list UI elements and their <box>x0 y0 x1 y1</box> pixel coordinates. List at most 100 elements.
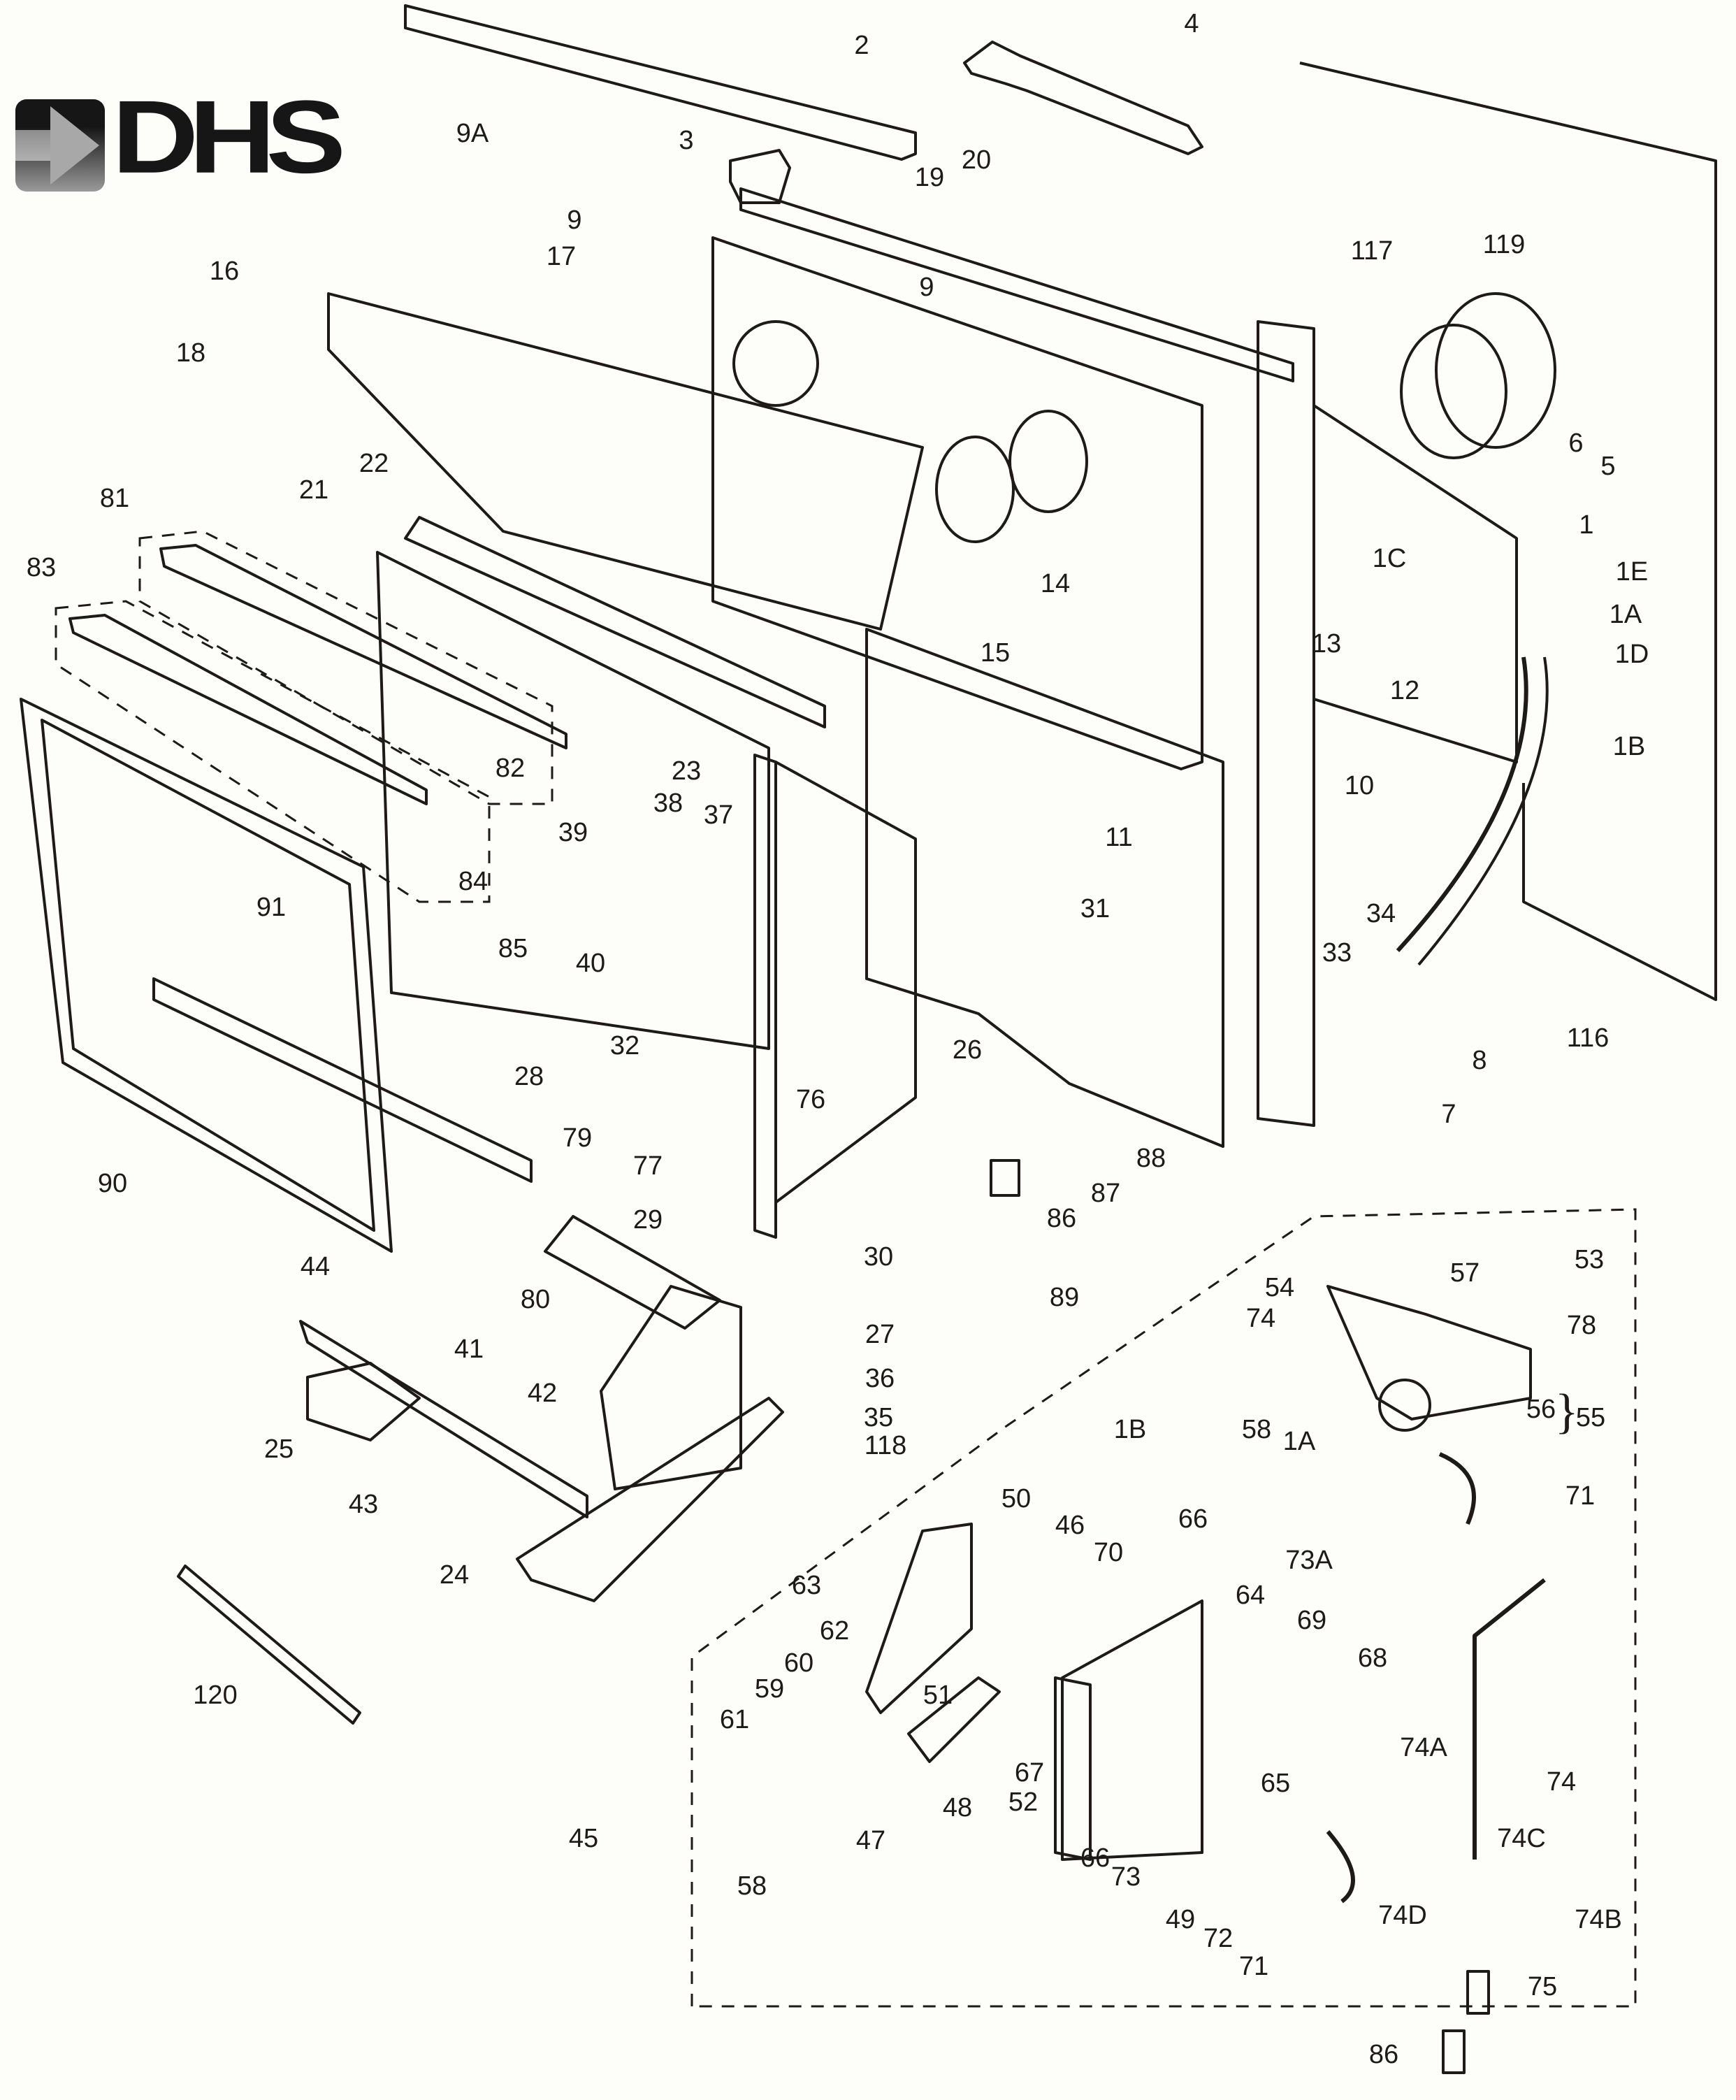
part-label-38: 38 <box>653 789 683 818</box>
part-label-80: 80 <box>520 1285 551 1314</box>
part-label-76: 76 <box>795 1085 826 1114</box>
part-label-57: 57 <box>1449 1258 1480 1288</box>
part-label-74b: 74B <box>1575 1905 1622 1934</box>
part-label-32: 32 <box>609 1031 640 1060</box>
part-label-1b: 1B <box>1612 732 1646 761</box>
part-top-rail <box>404 4 917 161</box>
part-label-81: 81 <box>99 484 130 513</box>
rail-83-outline <box>55 600 491 903</box>
part-label-56: 56 <box>1526 1395 1556 1424</box>
part-label-66: 66 <box>1080 1843 1111 1873</box>
part-label-55: 55 <box>1575 1403 1606 1432</box>
part-label-33: 33 <box>1322 938 1352 968</box>
part-label-1d: 1D <box>1614 640 1649 669</box>
part-label-5: 5 <box>1600 452 1616 481</box>
part-label-15: 15 <box>980 638 1011 668</box>
part-door-90 <box>20 698 393 1253</box>
part-label-58: 58 <box>1241 1415 1272 1444</box>
part-bracket-2 <box>963 41 1203 155</box>
part-label-116: 116 <box>1566 1023 1610 1053</box>
part-label-29: 29 <box>632 1205 663 1235</box>
part-pipe-74 <box>1473 1578 1546 1860</box>
part-plate-41 <box>600 1285 742 1490</box>
part-label-48: 48 <box>942 1793 973 1822</box>
part-label-8: 8 <box>1472 1046 1487 1075</box>
part-label-89: 89 <box>1049 1283 1080 1312</box>
part-bar-79 <box>152 977 533 1183</box>
part-label-69: 69 <box>1296 1606 1327 1635</box>
part-label-22: 22 <box>359 449 389 478</box>
part-label-1: 1 <box>1579 510 1594 540</box>
part-rod-120 <box>177 1565 361 1725</box>
part-label-117: 117 <box>1350 236 1394 266</box>
part-label-20: 20 <box>961 145 992 175</box>
part-plate-43 <box>299 1320 588 1518</box>
part-label-9a: 9A <box>456 119 489 148</box>
part-label-14: 14 <box>1040 569 1071 598</box>
part-label-24: 24 <box>439 1560 470 1590</box>
part-label-67: 67 <box>1014 1758 1045 1788</box>
part-lower-panel <box>865 628 1224 1148</box>
part-label-1b: 1B <box>1113 1415 1147 1444</box>
part-label-36: 36 <box>865 1364 895 1393</box>
part-label-13: 13 <box>1311 629 1342 659</box>
part-label-71: 71 <box>1565 1481 1596 1511</box>
part-lower-box <box>774 761 917 1204</box>
part-label-62: 62 <box>819 1616 850 1646</box>
part-label-74a: 74A <box>1400 1733 1447 1762</box>
part-label-41: 41 <box>454 1335 484 1364</box>
part-back-sheet-116 <box>1299 62 1717 1001</box>
part-label-54: 54 <box>1264 1273 1295 1302</box>
part-baffle-16 <box>327 292 924 631</box>
part-rail-83 <box>68 614 428 805</box>
part-label-44: 44 <box>300 1252 331 1281</box>
part-post <box>1257 320 1315 1127</box>
part-label-53: 53 <box>1574 1245 1605 1274</box>
part-side-plate <box>753 754 777 1239</box>
arrow-right-icon <box>15 99 105 192</box>
part-label-47: 47 <box>855 1826 886 1855</box>
part-label-88: 88 <box>1136 1144 1166 1173</box>
part-label-9: 9 <box>567 206 582 235</box>
part-back-frame <box>739 187 1294 382</box>
part-label-118: 118 <box>864 1431 907 1460</box>
part-label-71: 71 <box>1238 1952 1269 1981</box>
part-label-87: 87 <box>1090 1179 1121 1208</box>
part-label-3: 3 <box>679 126 694 155</box>
part-label-9: 9 <box>919 273 934 302</box>
part-label-26: 26 <box>952 1035 983 1065</box>
part-label-58: 58 <box>737 1871 767 1901</box>
part-label-1e: 1E <box>1615 557 1649 587</box>
part-burner-bracket <box>1061 1599 1203 1861</box>
part-label-34: 34 <box>1366 899 1396 928</box>
part-label-28: 28 <box>514 1062 544 1091</box>
part-tray <box>544 1215 721 1330</box>
part-label-75: 75 <box>1527 1972 1558 2001</box>
part-fitting-86b <box>1442 2029 1466 2074</box>
part-label-46: 46 <box>1055 1511 1085 1540</box>
part-label-25: 25 <box>263 1434 294 1464</box>
part-label-52: 52 <box>1008 1788 1039 1817</box>
part-label-82: 82 <box>495 754 526 783</box>
part-label-2: 2 <box>854 31 869 60</box>
part-label-37: 37 <box>703 800 734 830</box>
part-label-86: 86 <box>1046 1204 1077 1233</box>
part-bracket-47 <box>907 1676 1001 1763</box>
part-label-74: 74 <box>1245 1304 1276 1333</box>
part-label-16: 16 <box>209 257 240 286</box>
part-valve-56 <box>1378 1379 1431 1432</box>
part-label-73a: 73A <box>1285 1546 1333 1575</box>
part-clip-3 <box>729 149 791 204</box>
part-plate-25 <box>306 1362 421 1441</box>
part-rail-81 <box>159 544 567 749</box>
part-label-90: 90 <box>97 1169 128 1198</box>
part-label-59: 59 <box>754 1674 785 1704</box>
part-label-21: 21 <box>298 475 329 505</box>
part-tube-71 <box>1326 1830 1355 1904</box>
part-label-79: 79 <box>562 1123 593 1153</box>
part-label-35: 35 <box>863 1403 894 1432</box>
part-label-19: 19 <box>914 163 945 192</box>
part-label-78: 78 <box>1566 1311 1597 1340</box>
part-label-60: 60 <box>783 1648 814 1678</box>
part-label-120: 120 <box>193 1681 238 1710</box>
